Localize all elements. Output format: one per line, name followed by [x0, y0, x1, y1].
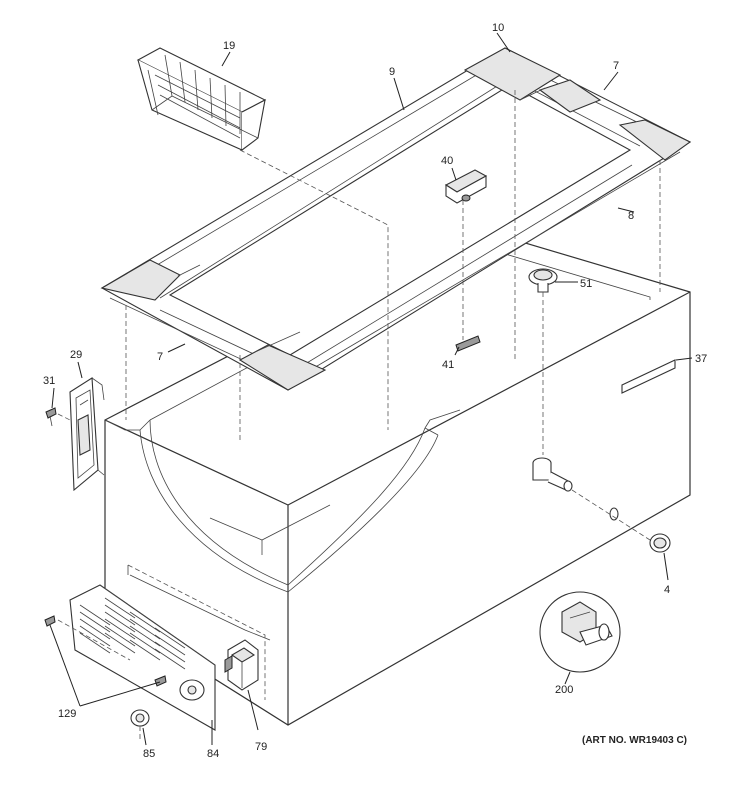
part-40-latch — [444, 169, 488, 204]
part-200-inset — [539, 591, 621, 673]
part-51-drain-plug — [528, 268, 558, 293]
part-41-clip — [455, 335, 481, 352]
callout-19: 19 — [223, 40, 235, 52]
callout-8: 8 — [628, 210, 634, 222]
part-4-drain-cap — [649, 533, 671, 553]
callout-7-top: 7 — [613, 60, 619, 72]
callout-79: 79 — [255, 741, 267, 753]
drain-fitting — [532, 457, 619, 521]
callout-51: 51 — [580, 278, 592, 290]
callout-200: 200 — [555, 684, 573, 696]
callout-37: 37 — [695, 353, 707, 365]
callout-4: 4 — [664, 584, 670, 596]
callout-40: 40 — [441, 155, 453, 167]
lid-gasket-frame — [100, 47, 692, 391]
callout-129: 129 — [58, 708, 76, 720]
callout-7-left: 7 — [157, 351, 163, 363]
callout-84: 84 — [207, 748, 219, 760]
part-19-basket — [136, 47, 267, 151]
part-129-screws — [44, 615, 167, 687]
callout-10: 10 — [492, 22, 504, 34]
part-29-hinge — [69, 377, 105, 492]
part-79-switch — [224, 639, 259, 691]
callout-31: 31 — [43, 375, 55, 387]
grille-back-panel — [127, 564, 266, 700]
part-37-label — [621, 359, 676, 394]
callout-9: 9 — [389, 66, 395, 78]
callout-29: 29 — [70, 349, 82, 361]
art-number: (ART NO. WR19403 C) — [582, 735, 687, 746]
part-85-foot — [130, 709, 150, 727]
callout-labels: 10 19 9 7 40 8 51 29 31 7 41 37 4 200 12… — [43, 22, 707, 760]
callout-85: 85 — [143, 748, 155, 760]
callout-leader-lines — [49, 32, 693, 746]
callout-41: 41 — [442, 359, 454, 371]
part-31-screw — [45, 407, 57, 427]
assembly-guide-lines — [57, 90, 661, 740]
part-84-grille — [69, 584, 216, 731]
